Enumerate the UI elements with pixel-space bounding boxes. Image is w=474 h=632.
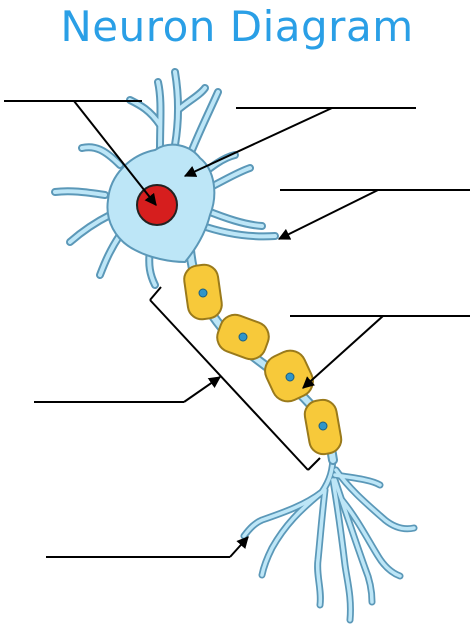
nucleus [136,184,178,226]
axon-terminals-fill [242,453,416,622]
diagram-title: Neuron Diagram [60,2,414,51]
node-markers [198,288,328,431]
label-line-axon [149,286,162,301]
